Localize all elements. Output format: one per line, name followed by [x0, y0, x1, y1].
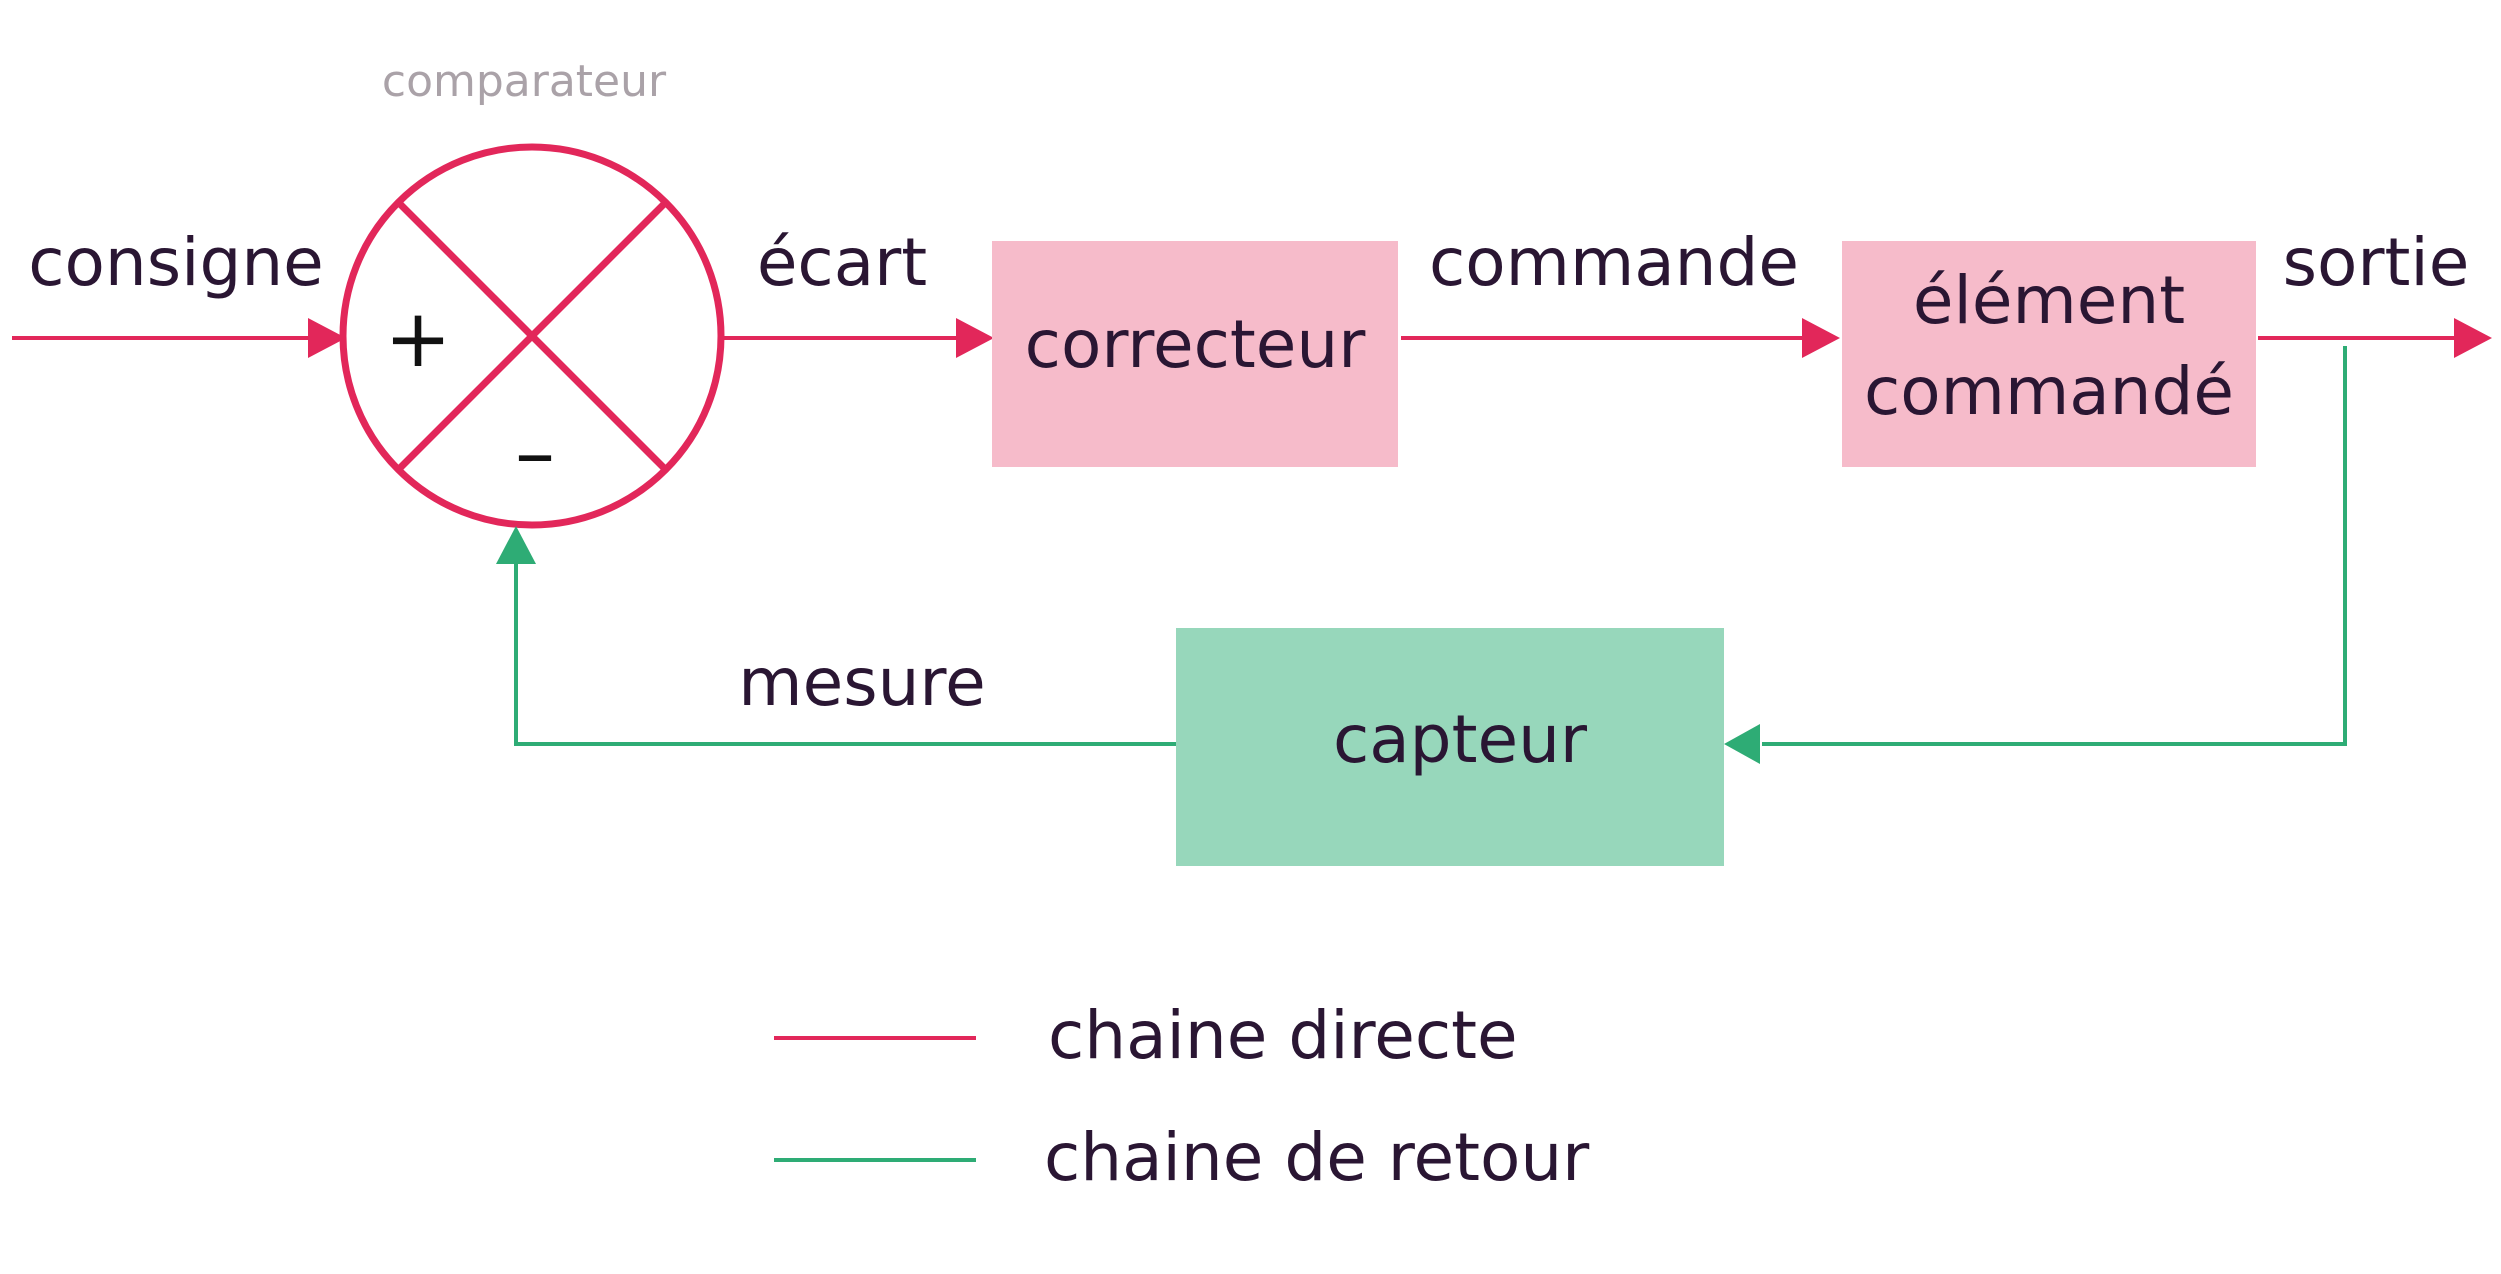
feedback-line-output-to-sensor — [1762, 346, 2347, 746]
output-signal-label: sortie — [2283, 224, 2470, 301]
error-signal-label: écart — [757, 224, 927, 301]
feedback-line-sensor-to-comparator — [514, 560, 1176, 746]
legend: chaine directe chaine de retour — [774, 997, 1590, 1196]
plus-sign: + — [384, 292, 451, 385]
error-arrowhead — [956, 318, 994, 358]
command-arrowhead — [1802, 318, 1840, 358]
output-arrowhead — [2454, 318, 2492, 358]
comparator: + – — [339, 143, 725, 529]
input-signal-label: consigne — [28, 224, 324, 301]
legend-feedback-label: chaine de retour — [1044, 1119, 1590, 1196]
comparator-cross-2 — [395, 199, 669, 473]
comparator-feedback-arrowhead — [496, 526, 536, 564]
sensor-label: capteur — [1333, 701, 1588, 778]
comparator-label: comparateur — [382, 56, 667, 107]
measure-signal-label: mesure — [738, 644, 985, 721]
controlled-element-label-line1: élément — [1913, 262, 2185, 339]
legend-direct-label: chaine directe — [1048, 997, 1518, 1074]
controlled-element-block — [1842, 241, 2256, 467]
sensor-block — [1176, 628, 1724, 866]
minus-sign: – — [515, 406, 555, 499]
corrector-block — [992, 241, 1398, 467]
controlled-element-label-line2: commandé — [1864, 353, 2234, 430]
corrector-label: correcteur — [1025, 306, 1367, 383]
input-arrowhead — [308, 318, 346, 358]
sensor-arrowhead — [1724, 724, 1760, 764]
command-signal-label: commande — [1429, 224, 1799, 301]
